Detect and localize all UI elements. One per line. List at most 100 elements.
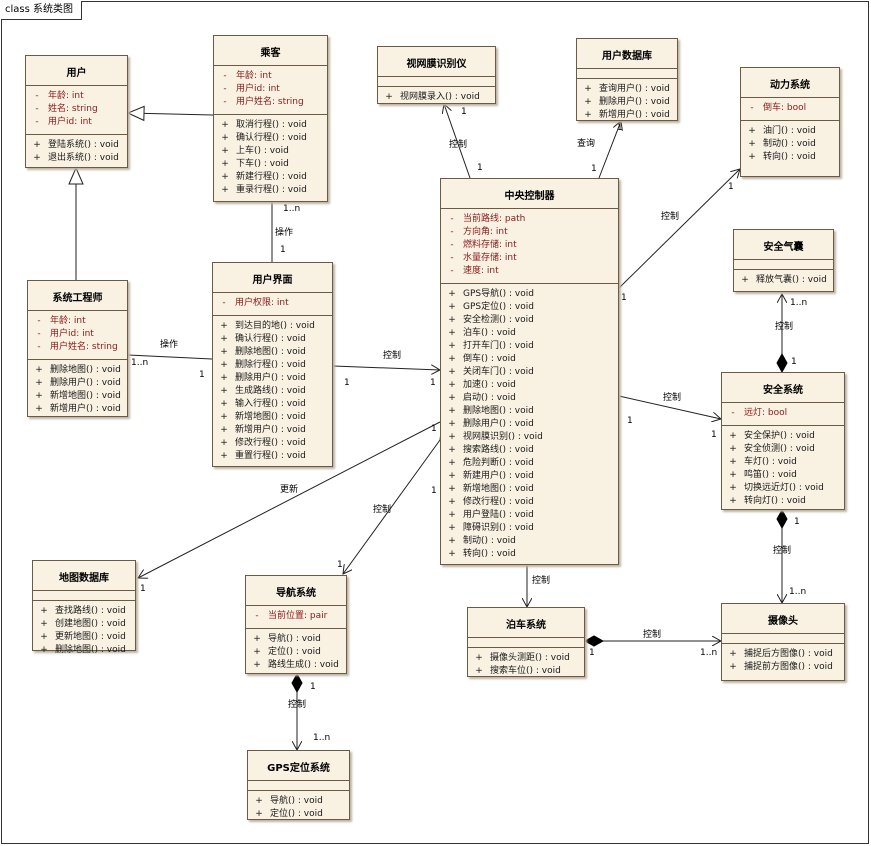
operations-compartment: +到达目的地() : void+确认行程() : void+删除地图() : v…: [213, 315, 332, 468]
class-name: 用户: [66, 68, 87, 79]
operation-text: 搜索车位() : void: [490, 666, 561, 676]
class-engineer[interactable]: 系统工程师-年龄: int-用户id: int-用户姓名: string+删除地…: [27, 280, 128, 417]
multiplicity-label: 1..n: [700, 648, 718, 658]
operation-row: +制动() : void: [441, 535, 618, 548]
multiplicity-label: 1: [794, 517, 800, 527]
visibility-marker: +: [475, 653, 483, 663]
operations-compartment: +导航() : void+定位() : void: [248, 790, 349, 826]
operation-text: 重置行程() : void: [235, 451, 306, 461]
visibility-marker: +: [40, 632, 48, 642]
visibility-marker: +: [448, 419, 456, 429]
operation-row: +删除地图() : void: [28, 364, 127, 377]
operation-row: +危险判断() : void: [441, 457, 618, 470]
visibility-marker: -: [37, 342, 41, 352]
visibility-marker: +: [584, 84, 592, 94]
operation-row: +下车() : void: [214, 158, 327, 171]
operation-text: 到达目的地() : void: [235, 321, 315, 331]
multiplicity-label: 1: [711, 430, 717, 440]
visibility-marker: +: [448, 549, 456, 559]
multiplicity-label: 1: [430, 378, 436, 388]
visibility-marker: +: [385, 92, 393, 102]
operation-text: 安全侦测() : void: [744, 444, 815, 454]
class-airbag[interactable]: 安全气囊 +释放气囊() : void: [733, 229, 834, 292]
attribute-row: -当前位置: pair: [246, 610, 346, 623]
operation-row: +取消行程() : void: [214, 119, 327, 132]
operation-text: 视网膜录入() : void: [400, 92, 480, 102]
operation-text: 视网膜识别() : void: [463, 432, 543, 442]
operation-text: 输入行程() : void: [235, 399, 306, 409]
operation-row: +用户登陆() : void: [441, 509, 618, 522]
operation-row: +GPS定位() : void: [441, 301, 618, 314]
operation-text: 删除地图() : void: [55, 645, 126, 655]
attribute-row: -远灯: bool: [722, 407, 844, 420]
operation-text: 删除用户() : void: [599, 97, 670, 107]
attributes-compartment: [722, 633, 844, 643]
visibility-marker: +: [40, 645, 48, 655]
visibility-marker: -: [450, 253, 454, 263]
operation-row: +切换远近灯() : void: [722, 482, 844, 495]
attribute-row: -当前路线: path: [441, 213, 618, 226]
class-security[interactable]: 安全系统-远灯: bool+安全保护() : void+安全侦测() : voi…: [721, 372, 845, 510]
class-passenger[interactable]: 乘客-年龄: int-用户id: int-用户姓名: string+取消行程()…: [213, 35, 328, 202]
class-gps[interactable]: GPS定位系统+导航() : void+定位() : void: [247, 750, 350, 820]
class-name: 动力系统: [770, 80, 810, 91]
class-userdb[interactable]: 用户数据库+查询用户() : void+删除用户() : void+新增用户()…: [576, 38, 678, 121]
operation-text: 查找路线() : void: [55, 606, 126, 616]
operation-text: 删除地图() : void: [50, 365, 121, 375]
operation-text: 查询用户() : void: [599, 84, 670, 94]
operation-text: 泊车() : void: [463, 328, 516, 338]
class-ui[interactable]: 用户界面-用户权限: int+到达目的地() : void+确认行程() : v…: [212, 262, 333, 467]
operation-text: 加速() : void: [463, 380, 516, 390]
operation-text: 转向() : void: [763, 152, 816, 162]
visibility-marker: +: [748, 139, 756, 149]
multiplicity-label: 1..n: [131, 358, 149, 368]
visibility-marker: +: [448, 458, 456, 468]
attributes-compartment: [248, 780, 349, 790]
class-nav[interactable]: 导航系统-当前位置: pair+导航() : void+定位() : void+…: [245, 575, 347, 674]
visibility-marker: -: [37, 329, 41, 339]
class-central[interactable]: 中央控制器-当前路线: path-方向角: int-燃料存储: int-水量存储…: [440, 178, 619, 565]
visibility-marker: -: [450, 240, 454, 250]
operations-compartment: +查询用户() : void+删除用户() : void+新增用户() : vo…: [577, 78, 677, 127]
operation-row: +新增地图() : void: [441, 483, 618, 496]
operations-compartment: +释放气囊() : void: [734, 269, 833, 292]
class-name: 用户界面: [252, 275, 293, 286]
operation-text: 新增地图() : void: [235, 412, 306, 422]
operation-text: 更新地图() : void: [55, 632, 126, 642]
operation-row: +删除用户() : void: [577, 96, 677, 109]
association-label: 控制: [775, 322, 794, 332]
class-mapdb[interactable]: 地图数据库+查找路线() : void+创建地图() : void+更新地图()…: [32, 560, 136, 655]
operation-text: 新增地图() : void: [50, 391, 121, 401]
class-name: 安全气囊: [763, 242, 804, 253]
operation-row: +捕捉后方图像() : void: [722, 648, 844, 661]
operation-text: GPS导航() : void: [463, 289, 534, 299]
visibility-marker: -: [255, 611, 259, 621]
attribute-text: 燃料存储: int: [463, 240, 517, 250]
multiplicity-label: 1: [791, 357, 797, 367]
class-camera[interactable]: 摄像头+捕捉后方图像() : void+捕捉前方图像() : void: [721, 603, 845, 681]
visibility-marker: -: [223, 84, 227, 94]
operation-text: 新增用户() : void: [50, 404, 121, 414]
class-retina[interactable]: 视网膜识别仪+视网膜录入() : void: [377, 46, 496, 104]
class-power[interactable]: 动力系统-倒车: bool+油门() : void+制动() : void+转向…: [740, 67, 840, 177]
attributes-compartment: -年龄: int-姓名: string-用户id: int: [26, 85, 127, 134]
class-user[interactable]: 用户-年龄: int-姓名: string-用户id: int+登陆系统() :…: [25, 55, 128, 168]
attributes-compartment: [468, 637, 584, 647]
attribute-text: 速度: int: [463, 266, 499, 276]
visibility-marker: +: [448, 341, 456, 351]
visibility-marker: +: [35, 378, 43, 388]
operation-row: +视网膜识别() : void: [441, 431, 618, 444]
multiplicity-label: 1: [591, 164, 597, 174]
visibility-marker: +: [220, 412, 228, 422]
operation-text: 确认行程() : void: [236, 133, 307, 143]
multiplicity-label: 1..n: [789, 587, 807, 597]
operation-text: 制动() : void: [763, 139, 816, 149]
edge-ui-central: [333, 366, 440, 370]
attributes-compartment: [734, 259, 833, 269]
visibility-marker: +: [448, 536, 456, 546]
operation-row: +新增地图() : void: [28, 390, 127, 403]
operation-text: GPS定位() : void: [463, 302, 534, 312]
operation-row: +导航() : void: [246, 633, 346, 646]
class-parking[interactable]: 泊车系统+摄像头测距() : void+搜索车位() : void: [467, 607, 585, 677]
